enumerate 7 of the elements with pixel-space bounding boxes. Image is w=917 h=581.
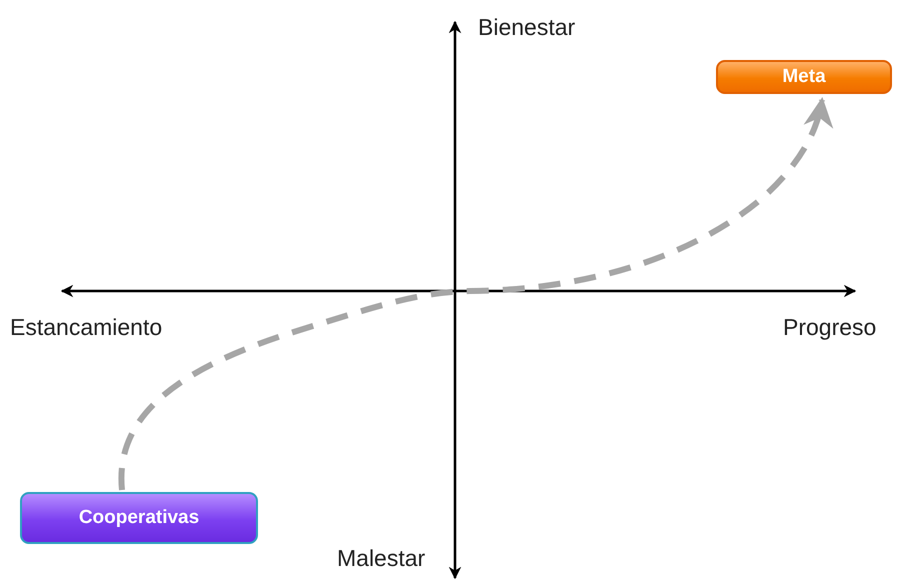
axis-label: Bienestar: [478, 14, 576, 41]
rounded-box: Cooperativas: [20, 492, 258, 544]
axis-label: Progreso: [783, 314, 876, 341]
axis-label: Estancamiento: [10, 314, 162, 341]
curved-arrow: [118, 97, 832, 490]
axis-label: Malestar: [337, 545, 426, 572]
rounded-box: Meta: [716, 60, 892, 94]
